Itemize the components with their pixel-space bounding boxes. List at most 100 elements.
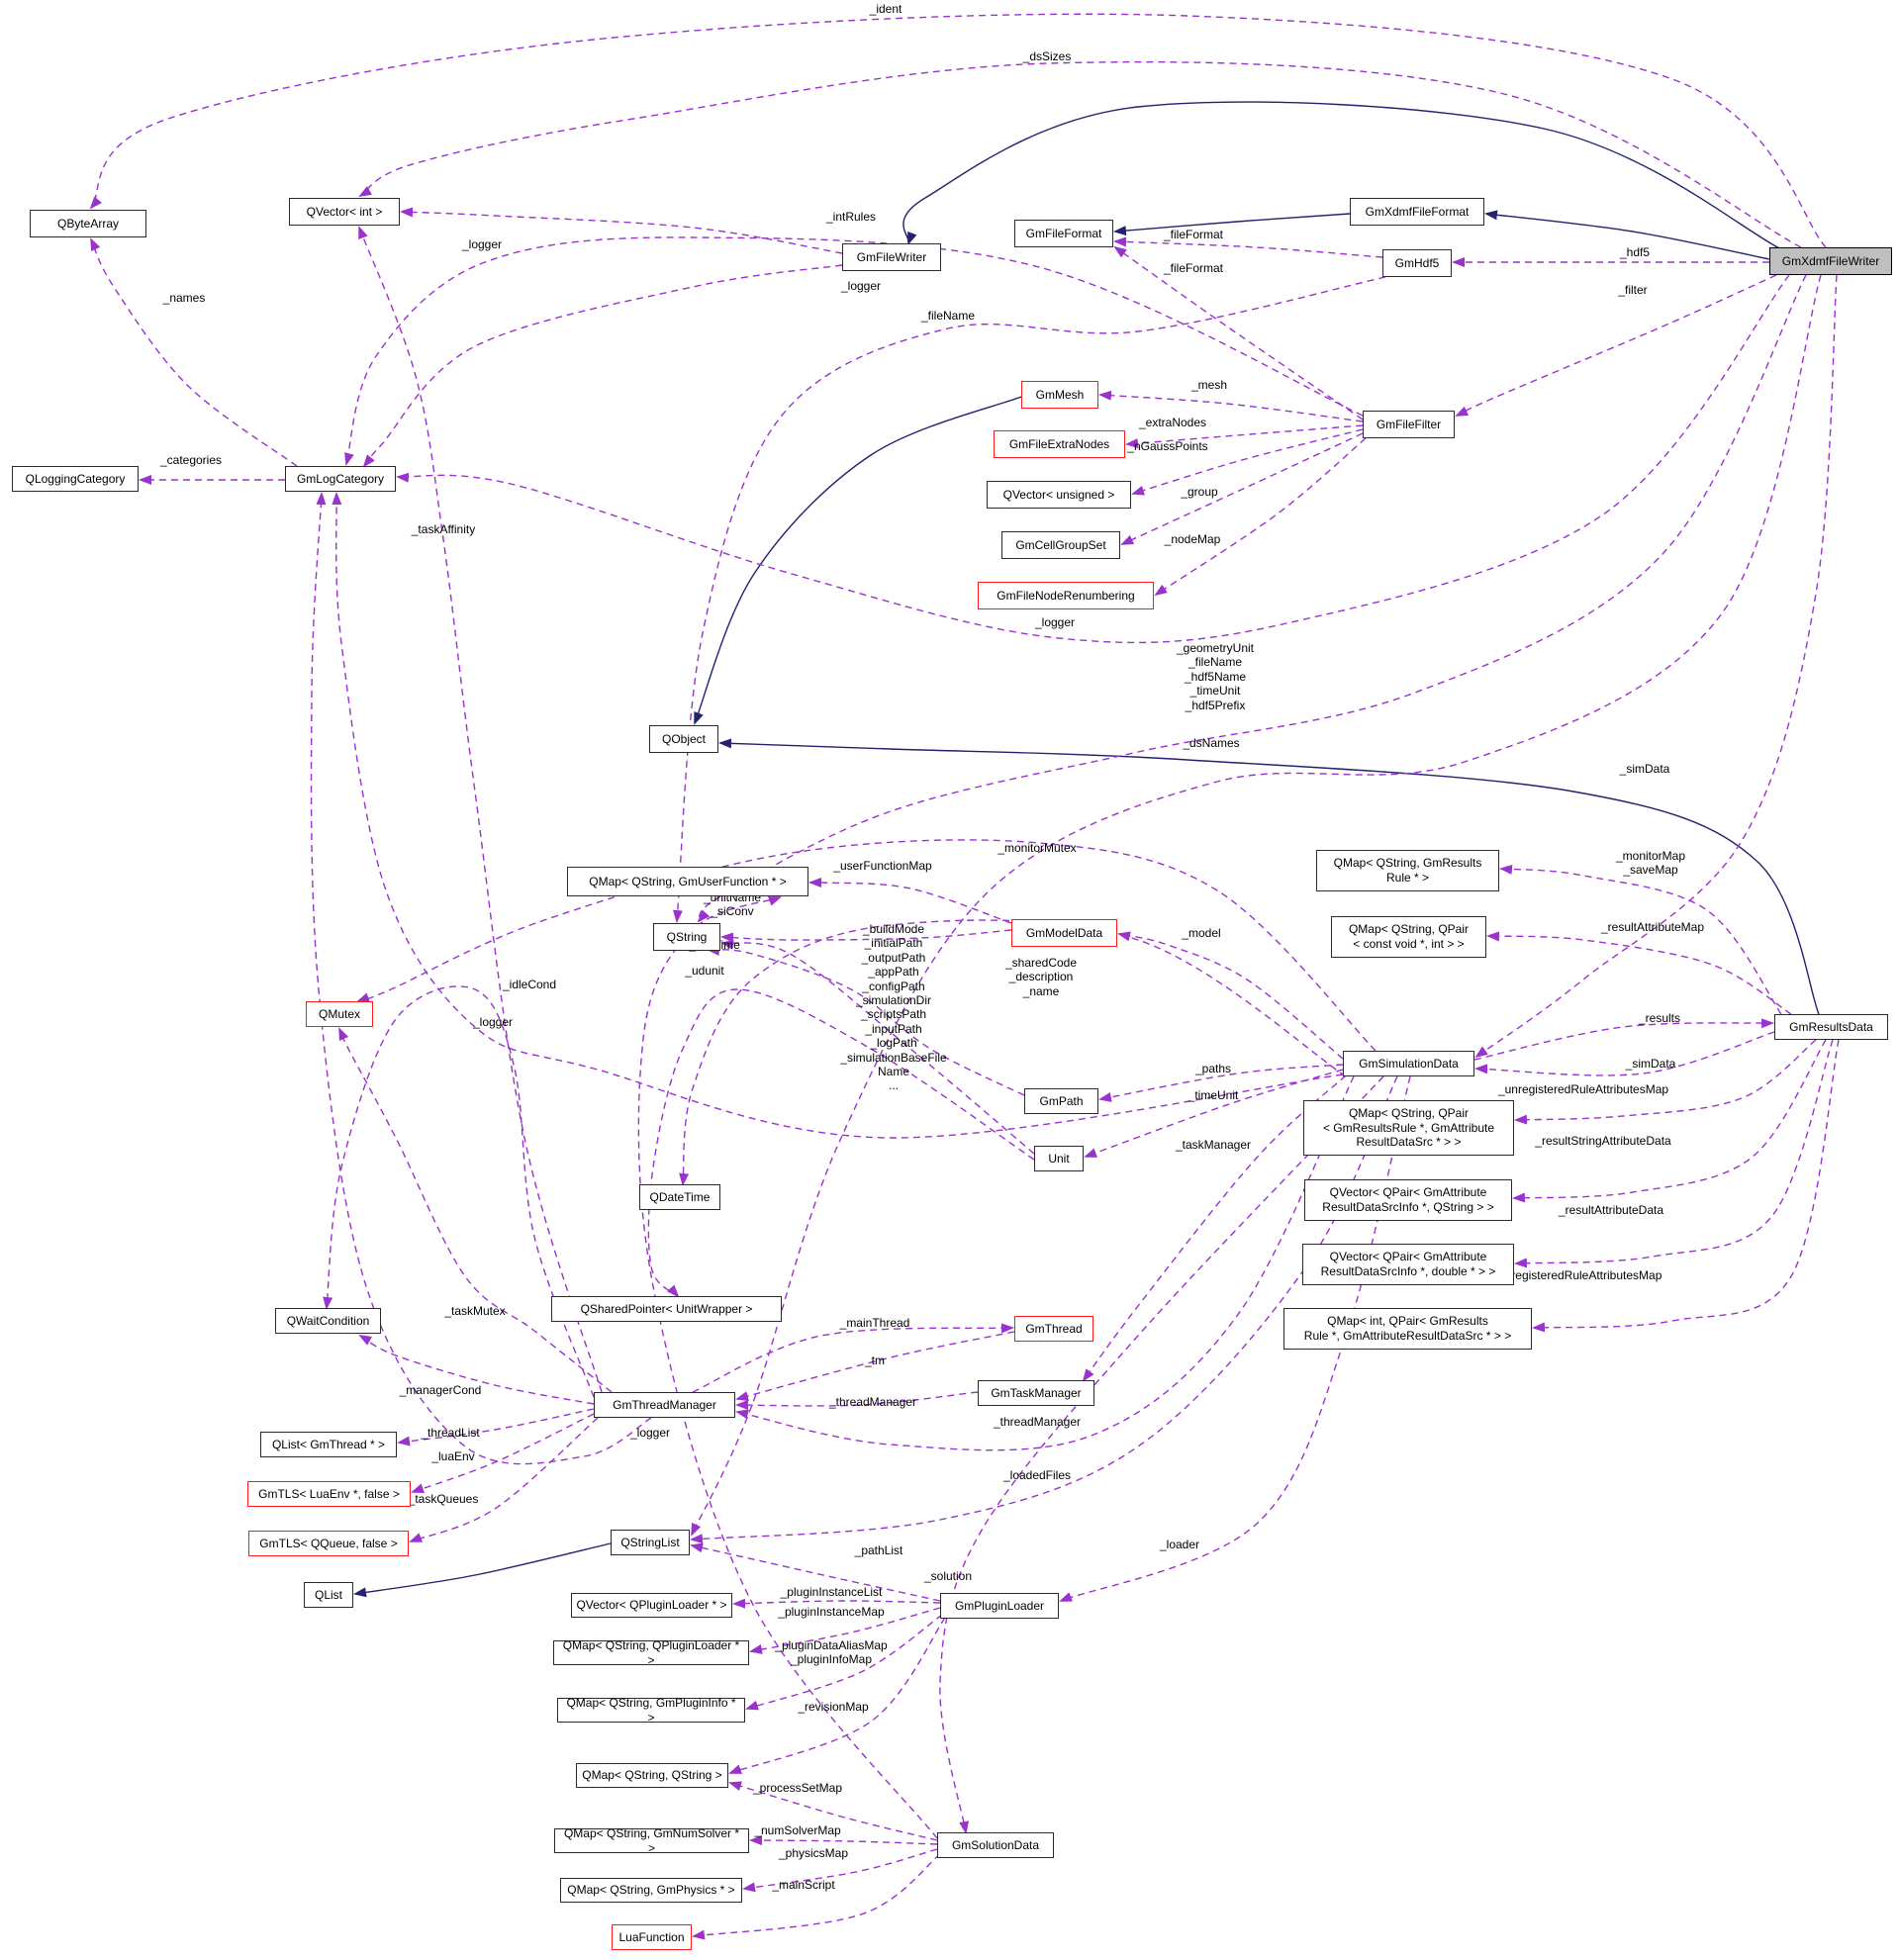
association-edge-gmthreadmanager-to-gmtls-qqueue (409, 1417, 599, 1542)
class-node-gmxdmffilewriter[interactable]: GmXdmfFileWriter (1769, 247, 1892, 275)
association-edge-gmsimulationdata-to-gmmodeldata (1117, 931, 1344, 1060)
class-node-qdatetime[interactable]: QDateTime (639, 1184, 720, 1210)
class-node-qmap-userfunction[interactable]: QMap< QString, GmUserFunction * > (567, 867, 808, 896)
association-edge-gmthreadmanager-to-qmutex (338, 1027, 613, 1393)
class-node-gmthreadmanager[interactable]: GmThreadManager (594, 1392, 735, 1418)
class-node-gmpath[interactable]: GmPath (1024, 1088, 1098, 1114)
association-edge-gmresultsdata-to-qmap-resultsrule (1499, 864, 1782, 1015)
class-node-qmap-gmphysics[interactable]: QMap< QString, GmPhysics * > (560, 1878, 742, 1903)
class-node-qlist[interactable]: QList (304, 1582, 353, 1608)
association-edge-gmpluginloader-to-qmap-qpluginloader (749, 1607, 941, 1654)
class-node-qmap-gmnumsolver[interactable]: QMap< QString, GmNumSolver * > (554, 1826, 749, 1855)
class-node-qvector-int[interactable]: QVector< int > (289, 198, 400, 226)
association-edge-gmresultsdata-to-qmap-constvoid (1486, 931, 1792, 1015)
class-node-qvector-attrdouble[interactable]: QVector< QPair< GmAttribute ResultDataSr… (1302, 1244, 1514, 1285)
class-node-gmfileformat[interactable]: GmFileFormat (1014, 220, 1113, 247)
association-edge-gmfilefilter-to-gmlogcategory (344, 236, 1364, 466)
association-edge-gmsolutiondata-to-qmap-gmphysics (742, 1848, 938, 1893)
inheritance-edge-gmxdmffilewriter-to-gmfilewriter (902, 101, 1782, 250)
inheritance-edge-gmxdmffilewriter-to-gmxdmffileformat (1484, 210, 1770, 260)
class-node-gmmesh[interactable]: GmMesh (1021, 381, 1098, 409)
association-edge-gmpluginloader-to-qmap-gmplugininfo (745, 1614, 943, 1711)
association-edge-gmresultsdata-to-gmsimulationdata (1474, 1031, 1775, 1076)
class-node-qmap-constvoid[interactable]: QMap< QString, QPair < const void *, int… (1331, 916, 1486, 958)
association-edge-gmlogcategory-to-qbytearray (90, 237, 298, 467)
class-node-gmpluginloader[interactable]: GmPluginLoader (940, 1593, 1059, 1619)
class-node-gmlogcategory[interactable]: GmLogCategory (285, 466, 396, 492)
class-node-gmfileextranodes[interactable]: GmFileExtraNodes (994, 430, 1125, 458)
class-node-gmthread[interactable]: GmThread (1014, 1316, 1093, 1342)
association-edge-gmsimulationdata-to-qmutex (356, 839, 1377, 1052)
class-node-qmutex[interactable]: QMutex (306, 1001, 373, 1027)
class-node-gmfilenoderenumbering[interactable]: GmFileNodeRenumbering (978, 582, 1154, 609)
association-edge-gmthreadmanager-to-gmthread (692, 1323, 1014, 1393)
association-edge-gmhdf5-to-qstring (672, 276, 1386, 923)
class-node-qsharedpointer-unitwrapper[interactable]: QSharedPointer< UnitWrapper > (551, 1296, 782, 1322)
association-edge-gmsolutiondata-to-qmap-gmnumsolver (749, 1835, 938, 1846)
association-edge-gmxdmffilewriter-to-gmfilefilter (1455, 274, 1777, 417)
class-node-gmtls-qqueue[interactable]: GmTLS< QQueue, false > (248, 1531, 409, 1556)
class-node-gmtaskmanager[interactable]: GmTaskManager (978, 1380, 1094, 1406)
association-edge-gmsolutiondata-to-qmap-userfunction (637, 896, 938, 1839)
class-node-gmfilewriter[interactable]: GmFileWriter (842, 243, 941, 271)
association-edge-gmsimulationdata-to-gmthreadmanager (735, 1075, 1355, 1451)
association-edge-gmtaskmanager-to-gmthreadmanager (735, 1391, 979, 1411)
class-node-qvector-unsigned[interactable]: QVector< unsigned > (987, 481, 1131, 509)
class-node-qstring[interactable]: QString (653, 923, 720, 951)
class-node-gmtls-luaenv[interactable]: GmTLS< LuaEnv *, false > (247, 1481, 411, 1507)
association-edge-gmsimulationdata-to-gmsolutiondata (939, 1075, 1384, 1834)
class-node-qloggingcategory[interactable]: QLoggingCategory (12, 466, 139, 492)
association-edge-gmxdmffilewriter-to-qvector-int (358, 60, 1802, 248)
class-node-qmap-qstring-qstring[interactable]: QMap< QString, QString > (576, 1763, 728, 1788)
class-node-qmap-resultsrule[interactable]: QMap< QString, GmResults Rule * > (1316, 850, 1499, 891)
class-node-gmcellgroupset[interactable]: GmCellGroupSet (1001, 531, 1120, 559)
class-node-gmsimulationdata[interactable]: GmSimulationData (1343, 1051, 1474, 1076)
association-edge-gmsimulationdata-to-unit (1084, 1069, 1344, 1158)
class-node-gmfilefilter[interactable]: GmFileFilter (1363, 411, 1455, 438)
class-node-luafunction[interactable]: LuaFunction (612, 1924, 692, 1950)
association-edge-gmfilefilter-to-gmfilenoderenumbering (1154, 437, 1367, 597)
association-edge-gmxdmffilewriter-to-qbytearray (89, 13, 1827, 248)
class-node-qmap-int-ruleattrsrc[interactable]: QMap< int, QPair< GmResults Rule *, GmAt… (1283, 1308, 1532, 1350)
class-node-gmmodeldata[interactable]: GmModelData (1011, 919, 1117, 947)
association-edge-gmthreadmanager-to-qlist-gmthread (397, 1408, 595, 1447)
class-node-qvector-attrqstring[interactable]: QVector< QPair< GmAttribute ResultDataSr… (1304, 1179, 1512, 1221)
class-node-qvector-qpluginloader[interactable]: QVector< QPluginLoader * > (571, 1593, 732, 1618)
inheritance-edge-gmmesh-to-qobject (694, 396, 1022, 725)
class-node-gmsolutiondata[interactable]: GmSolutionData (937, 1832, 1054, 1858)
association-edge-gmfilefilter-to-gmmesh (1098, 390, 1364, 422)
class-node-qmap-ruleattrsrc[interactable]: QMap< QString, QPair < GmResultsRule *, … (1303, 1100, 1514, 1156)
association-edge-gmsimulationdata-to-qstringlist (690, 1075, 1398, 1544)
class-node-qobject[interactable]: QObject (649, 725, 718, 753)
class-node-gmhdf5[interactable]: GmHdf5 (1382, 249, 1452, 277)
association-edge-unit-to-qsharedpointer-unitwrapper (647, 988, 1035, 1298)
class-node-qwaitcondition[interactable]: QWaitCondition (275, 1308, 381, 1334)
association-edge-gmfilewriter-to-qvector-int (400, 207, 843, 254)
association-edge-gmthread-to-gmthreadmanager (735, 1331, 1015, 1401)
class-node-gmxdmffileformat[interactable]: GmXdmfFileFormat (1350, 198, 1484, 226)
association-edge-gmthreadmanager-to-gmtls-luaenv (411, 1413, 595, 1493)
association-edge-gmsolutiondata-to-luafunction (692, 1853, 941, 1940)
association-edge-gmfilefilter-to-gmfileformat (1113, 245, 1364, 420)
class-node-qbytearray[interactable]: QByteArray (30, 210, 146, 237)
association-edge-gmxdmffilewriter-to-qstring (697, 274, 1807, 923)
class-node-qmap-gmplugininfo[interactable]: QMap< QString, GmPluginInfo * > (557, 1696, 745, 1725)
class-node-qmap-qpluginloader[interactable]: QMap< QString, QPluginLoader * > (553, 1638, 749, 1667)
class-node-qlist-gmthread[interactable]: QList< GmThread * > (260, 1432, 397, 1457)
association-edge-gmresultsdata-to-qmap-ruleattrsrc (1514, 1039, 1817, 1125)
association-edge-gmhdf5-to-gmfileformat (1113, 236, 1383, 258)
association-edge-gmthreadmanager-to-qwaitcondition (358, 1335, 595, 1405)
association-edge-gmfilefilter-to-gmcellgroupset (1120, 432, 1364, 545)
association-edge-gmxdmffilewriter-to-qstringlist (691, 274, 1822, 1537)
association-edge-gmfilewriter-to-gmlogcategory (362, 264, 843, 468)
association-edge-gmpath-to-qstring (707, 946, 1025, 1096)
inheritance-edge-qstringlist-to-qlist (353, 1542, 612, 1598)
class-node-gmresultsdata[interactable]: GmResultsData (1774, 1014, 1888, 1040)
class-node-qstringlist[interactable]: QStringList (611, 1530, 690, 1555)
class-node-unit[interactable]: Unit (1034, 1146, 1084, 1171)
association-edge-gmresultsdata-to-qmap-int-ruleattrsrc (1532, 1039, 1840, 1333)
association-edge-gmsolutiondata-to-qmap-qstring-qstring (728, 1781, 938, 1841)
inheritance-edge-gmxdmffileformat-to-gmfileformat (1113, 213, 1351, 236)
association-edge-gmresultsdata-to-qvector-attrdouble (1514, 1039, 1834, 1268)
